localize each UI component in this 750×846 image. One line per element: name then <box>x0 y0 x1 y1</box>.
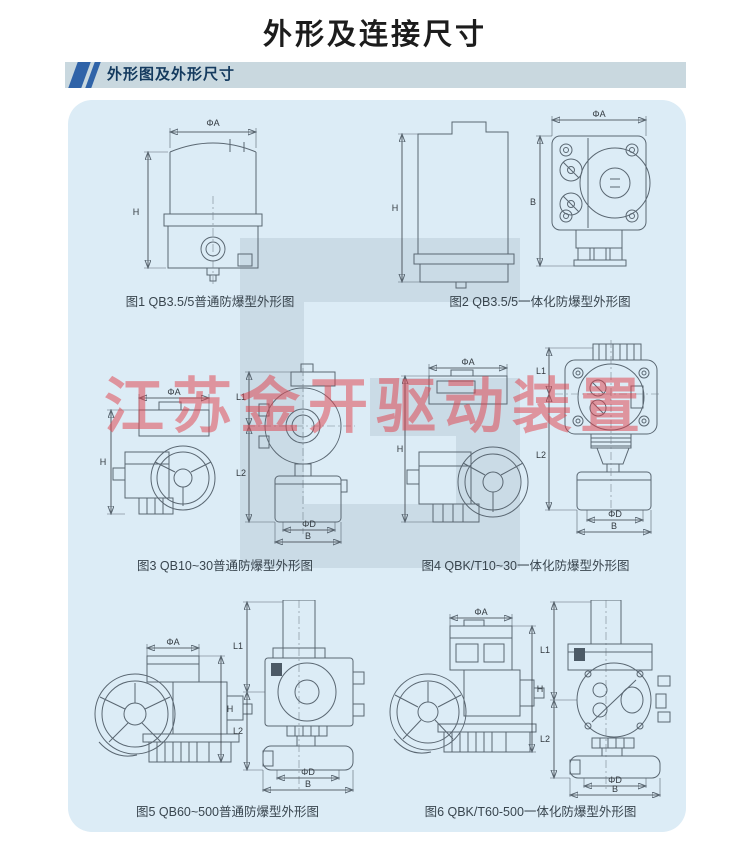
fig5-dim-L1: L1 <box>233 641 243 651</box>
figure-3-caption: 图3 QB10~30普通防爆型外形图 <box>136 559 314 573</box>
section-title: 外形图及外形尺寸 <box>107 66 236 83</box>
fig6-dim-L2: L2 <box>540 734 550 744</box>
figure-3-drawing: ΦA H L1 L2 ΦD B <box>100 363 355 552</box>
figure-6-drawing: ΦA H L1 L2 ΦD B <box>389 600 671 798</box>
figures-panel <box>68 100 686 832</box>
figure-1-caption: 图1 QB3.5/5普通防爆型外形图 <box>125 295 295 309</box>
figure-6-caption: 图6 QBK/T60-500一体化防爆型外形图 <box>424 805 637 819</box>
page-title: 外形及连接尺寸 <box>262 19 487 51</box>
figure-4-caption: 图4 QBK/T10~30一体化防爆型外形图 <box>421 559 630 573</box>
fig6-dim-L1: L1 <box>540 645 550 655</box>
fig4-dim-H: H <box>397 444 404 454</box>
fig6-dim-phiA: ΦA <box>474 607 487 617</box>
fig4-dim-L2: L2 <box>536 450 546 460</box>
fig4-dim-phiD: ΦD <box>608 509 622 519</box>
fig5-dim-L2: L2 <box>233 726 243 736</box>
fig3-dim-H: H <box>100 457 107 467</box>
fig2-dim-phiA: ΦA <box>592 109 605 119</box>
figure-2-caption: 图2 QB3.5/5一体化防爆型外形图 <box>449 295 631 309</box>
fig3-dim-phiD: ΦD <box>302 519 316 529</box>
fig5-dim-phiA: ΦA <box>166 637 179 647</box>
figure-5-drawing: ΦA H L1 L2 ΦD B <box>94 600 365 798</box>
fig5-dim-H: H <box>227 704 234 714</box>
fig6-dim-phiD: ΦD <box>608 775 622 785</box>
fig5-dim-phiD: ΦD <box>301 767 315 777</box>
fig4-dim-phiA: ΦA <box>461 357 474 367</box>
fig1-dim-H: H <box>133 207 140 217</box>
fig4-dim-B: B <box>611 521 617 531</box>
fig3-dim-L1: L1 <box>236 392 246 402</box>
fig3-dim-L2: L2 <box>236 468 246 478</box>
fig2-dim-B: B <box>530 197 536 207</box>
fig2-dim-H: H <box>392 203 399 213</box>
brand-logo-watermark <box>240 238 520 568</box>
brand-text-watermark: 江苏金开驱动装置 <box>104 373 648 440</box>
fig6-dim-H: H <box>537 684 544 694</box>
fig3-dim-phiA: ΦA <box>167 387 180 397</box>
fig3-dim-B: B <box>305 531 311 541</box>
figure-1-drawing: ΦA H <box>133 118 263 286</box>
figure-2-drawing: H ΦA B <box>392 109 651 289</box>
figure-5-caption: 图5 QB60~500普通防爆型外形图 <box>135 805 320 819</box>
fig6-dim-B: B <box>612 784 618 794</box>
fig4-dim-L1: L1 <box>536 366 546 376</box>
figure-4-drawing: ΦA H L1 L2 ΦD B <box>397 340 659 552</box>
fig1-dim-phiA: ΦA <box>206 118 219 128</box>
section-header-bar: 外形图及外形尺寸 <box>65 62 686 88</box>
fig5-dim-B: B <box>305 779 311 789</box>
